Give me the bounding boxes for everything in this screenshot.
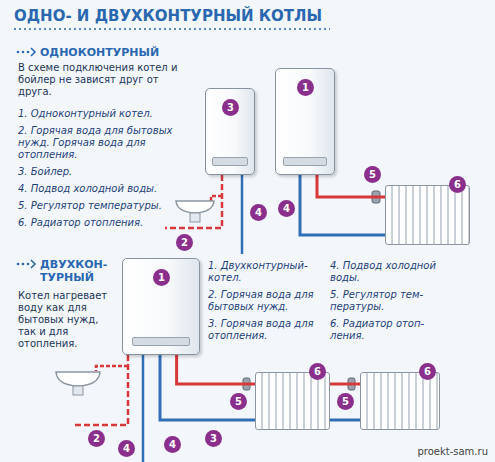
callout-number: 3 <box>222 99 239 116</box>
legend-item: 2. Горячая вода для бытовых нужд. Горяча… <box>18 125 193 161</box>
section-heading: ДВУХКОН- ТУРНЫЙ <box>40 258 114 284</box>
legend-item: 1. Одноконтурный котел. <box>18 108 193 120</box>
control-panel <box>212 157 249 166</box>
callout-number: 5 <box>364 166 381 183</box>
callout-number: 1 <box>153 269 170 286</box>
legend-item: 5. Регулятор тем- пературы. <box>330 289 448 313</box>
callout-number: 2 <box>88 430 105 447</box>
callout-number: 4 <box>164 436 181 453</box>
sink <box>56 372 100 386</box>
marker-dot <box>22 51 25 54</box>
return-pipe <box>330 419 360 422</box>
callout-number: 4 <box>118 440 135 457</box>
sink-bracket <box>190 213 200 222</box>
radiator: 6 <box>255 372 330 430</box>
marker-dot <box>22 263 25 266</box>
radiator: 6 <box>385 185 470 245</box>
boiler: 1 <box>275 68 335 175</box>
supply-pipe <box>330 383 360 386</box>
callout-number: 4 <box>278 200 295 217</box>
watermark: proekt-sam.ru <box>380 446 488 458</box>
callout-number: 6 <box>449 176 466 193</box>
callout-number: 5 <box>230 393 247 410</box>
description: Котел нагревает воду как для бытовых нуж… <box>18 290 118 350</box>
control-panel <box>132 337 190 346</box>
marker-dot <box>17 51 20 54</box>
legend-item: 6. Радиатор отоп- ления. <box>330 318 448 342</box>
marker-dot <box>27 263 30 266</box>
marker-chevron <box>31 260 35 268</box>
callout-number: 1 <box>297 79 314 96</box>
marker-dot <box>17 263 20 266</box>
return-pipe <box>160 355 255 420</box>
cold-water-pipe <box>142 355 145 462</box>
sink <box>176 201 214 213</box>
boiler: 1 <box>122 258 200 355</box>
legend-item: 5. Регулятор температуры. <box>18 200 193 212</box>
control-panel <box>283 157 327 166</box>
legend-item: 6. Радиатор отопления. <box>18 217 193 229</box>
title: ОДНО- И ДВУХКОНТУРНЫЙ КОТЛЫ <box>14 7 454 25</box>
callout-number: 2 <box>176 234 193 251</box>
title-rule <box>14 28 330 30</box>
cold-water-pipe <box>241 175 244 254</box>
description: В схеме подключения котел и бойлер не за… <box>18 62 193 98</box>
section-heading: ОДНОКОНТУРНЫЙ <box>40 46 200 59</box>
radiator: 6 <box>360 372 440 430</box>
marker-chevron <box>31 48 35 56</box>
supply-pipe <box>177 355 255 384</box>
legend-item: 3. Горячая вода для отопления. <box>208 318 320 342</box>
callout-number: 6 <box>419 363 436 380</box>
legend-item: 4. Подвод холодной воды. <box>18 183 193 195</box>
sink-bracket <box>73 386 83 395</box>
callout-number: 3 <box>205 430 222 447</box>
legend-item: 2. Горячая вода для бытовых нужд. <box>208 289 320 313</box>
boiler: 3 <box>205 88 255 175</box>
legend-item: 4. Подвод холодной воды. <box>330 260 448 284</box>
legend-item: 1. Двухконтурный- котел. <box>208 260 320 284</box>
hot-water-pipe <box>165 175 222 228</box>
callout-number: 4 <box>250 204 267 221</box>
marker-dot <box>27 51 30 54</box>
return-pipe <box>300 175 385 235</box>
legend-item: 3. Бойлер. <box>18 166 193 178</box>
faucet-pipe <box>96 366 128 371</box>
callout-number: 5 <box>337 393 354 410</box>
callout-number: 6 <box>309 363 326 380</box>
